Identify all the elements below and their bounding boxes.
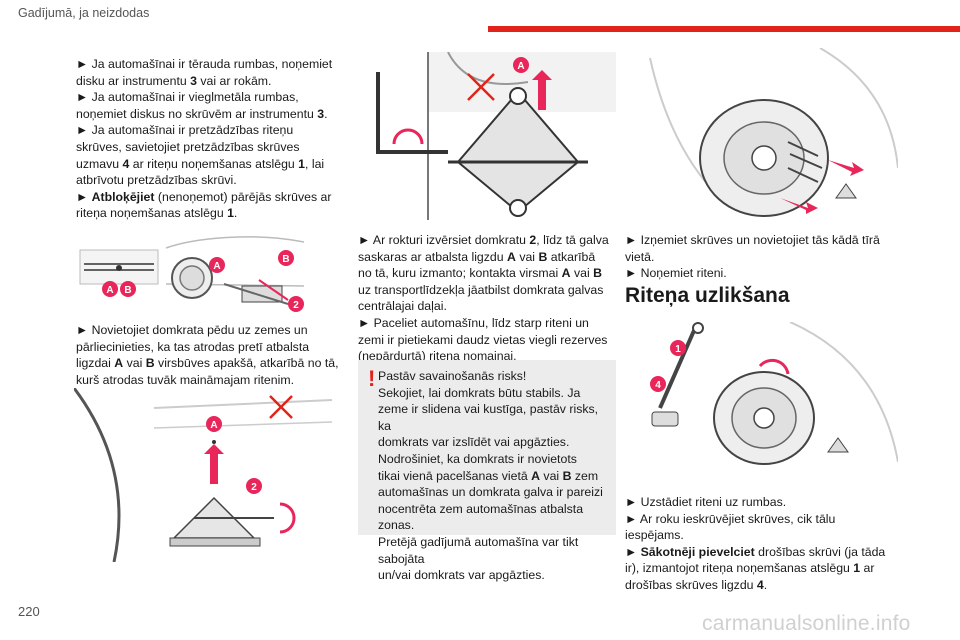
text-line: Nodrošiniet, ka domkrats ir novietots: [378, 451, 577, 466]
text-line: skrūves, savietojiet pretzādzības skrūve…: [76, 139, 300, 154]
svg-text:B: B: [282, 254, 289, 265]
text-line: atbrīvotu pretzādzības skrūvi.: [76, 173, 237, 188]
text-line: ► Atbloķējiet (nenoņemot) pārējās skrūve…: [76, 189, 332, 204]
text-line: ► Sākotnēji pievelciet drošības skrūvi (…: [625, 544, 886, 559]
text-line: (nepārdurtā) riteņa nomaiņai.: [358, 349, 517, 364]
text-line: ► Ar roku ieskrūvējiet skrūves, cik tālu: [625, 511, 836, 526]
text-line: ligzdai A vai B virsbūves apakšā, atkarī…: [76, 356, 339, 371]
warning-text: Pastāv savainošanās risks! Sekojiet, lai…: [378, 368, 610, 584]
text-line: centrālajai daļai.: [358, 299, 447, 314]
col3-para2: ► Uzstādiet riteni uz rumbas. ► Ar roku …: [625, 494, 915, 594]
text-line: saskaras ar atbalsta ligzdu A vai B atka…: [358, 249, 596, 264]
text-line: uzmavu 4 ar riteņu noņemšanas atslēgu 1,…: [76, 156, 325, 171]
callout-2: [288, 296, 304, 312]
text-line: Pastāv savainošanās risks!: [378, 369, 527, 383]
callout-b: [120, 281, 136, 297]
svg-text:A: A: [210, 420, 217, 431]
text-line: ► Ja automašīnai ir pretzādzības riteņu: [76, 123, 294, 138]
figure-remove-bolts: [649, 48, 898, 217]
header-accent-bar: [488, 26, 960, 32]
svg-text:A: A: [106, 285, 113, 296]
text-line: ir), izmantojot riteņa noņemšanas atslēg…: [625, 561, 875, 576]
callout-a: [209, 257, 225, 273]
text-line: ► Ar rokturi izvērsiet domkratu 2, līdz …: [358, 233, 609, 247]
text-line: vietā.: [625, 249, 655, 264]
text-line: pārliecinieties, ka tas atrodas pretī at…: [76, 339, 310, 354]
text-line: zeme ir slidena vai kustīga, pastāv risk…: [378, 402, 599, 433]
text-line: disku ar instrumentu 3 vai ar rokām.: [76, 73, 272, 88]
watermark: carmanualsonline.info: [702, 612, 911, 635]
callout-a: [102, 281, 118, 297]
text-line: Pretējā gadījumā automašīna var tikt sab…: [378, 534, 579, 566]
warning-box: ! Pastāv savainošanās risks! Sekojiet, l…: [358, 360, 616, 582]
section-header: Gadījumā, ja neizdodas: [18, 6, 150, 20]
col1-para2: ► Novietojiet domkrata pēdu uz zemes un …: [76, 322, 348, 388]
svg-text:2: 2: [293, 300, 299, 311]
svg-text:B: B: [124, 285, 131, 296]
callout-1: [670, 340, 686, 356]
figure-jack-raising: A: [376, 52, 616, 220]
text-line: ► Ja automašīnai ir vieglmetāla rumbas,: [76, 90, 299, 105]
text-line: drošības skrūves ligzdu 4.: [625, 577, 768, 592]
text-line: kurš atrodas tuvāk maināmajam ritenim.: [76, 372, 295, 387]
callout-a: [206, 416, 222, 432]
text-line: uz transportlīdzekļa jāatbilst domkrata …: [358, 282, 604, 297]
text-line: ► Paceliet automašīnu, līdz starp riteni…: [358, 315, 589, 330]
text-line: domkrats var izslīdēt vai apgāzties.: [378, 435, 570, 450]
text-line: noņemiet diskus no skrūvēm ar instrument…: [76, 106, 328, 121]
warning-icon: !: [368, 366, 376, 391]
callout-4: [650, 376, 666, 392]
text-line: iespējams.: [625, 528, 684, 543]
text-line: tikai vienā pacelšanas vietā A vai B zem: [378, 468, 599, 483]
text-line: automašīnas un domkrata galva ir pareizi: [378, 485, 603, 500]
text-line: ► Izņemiet skrūves un novietojiet tās kā…: [625, 233, 880, 247]
text-line: ► Noņemiet riteni.: [625, 266, 727, 281]
svg-text:4: 4: [655, 380, 661, 391]
text-line: no tā, kuru izmanto; kontakta virsmai A …: [358, 266, 603, 281]
callout-a: [513, 57, 529, 73]
text-line: zemi ir pietiekami daudz vietas viegli r…: [358, 332, 608, 347]
col1-para1: ► Ja automašīnai ir tērauda rumbas, noņe…: [76, 56, 348, 222]
section-heading: Riteņa uzlikšana: [625, 284, 790, 307]
callout-b: [278, 250, 294, 266]
text-line: Sekojiet, lai domkrats būtu stabils. Ja: [378, 385, 581, 400]
figure-jack-placement: A 2: [74, 388, 332, 562]
text-line: ► Uzstādiet riteni uz rumbas.: [625, 495, 787, 509]
svg-text:2: 2: [251, 482, 257, 493]
text-line: ► Novietojiet domkrata pēdu uz zemes un: [76, 323, 308, 337]
col2-para1: ► Ar rokturi izvērsiet domkratu 2, līdz …: [358, 232, 620, 365]
text-line: un/vai domkrats var apgāzties.: [378, 568, 545, 583]
text-line: ► Ja automašīnai ir tērauda rumbas, noņe…: [76, 57, 333, 71]
svg-text:A: A: [517, 61, 524, 72]
col3-para1: ► Izņemiet skrūves un novietojiet tās kā…: [625, 232, 915, 282]
callout-2: [246, 478, 262, 494]
page-number: 220: [18, 604, 40, 619]
text-line: nocentrēta zem automašīnas atbalsta zona…: [378, 501, 584, 533]
figure-jack-points: A B A B 2: [79, 236, 305, 312]
svg-text:A: A: [213, 261, 220, 272]
figure-mount-wheel: 1 4: [650, 322, 898, 465]
text-line: riteņa noņemšanas atslēgu 1.: [76, 206, 238, 221]
svg-text:1: 1: [675, 344, 681, 355]
